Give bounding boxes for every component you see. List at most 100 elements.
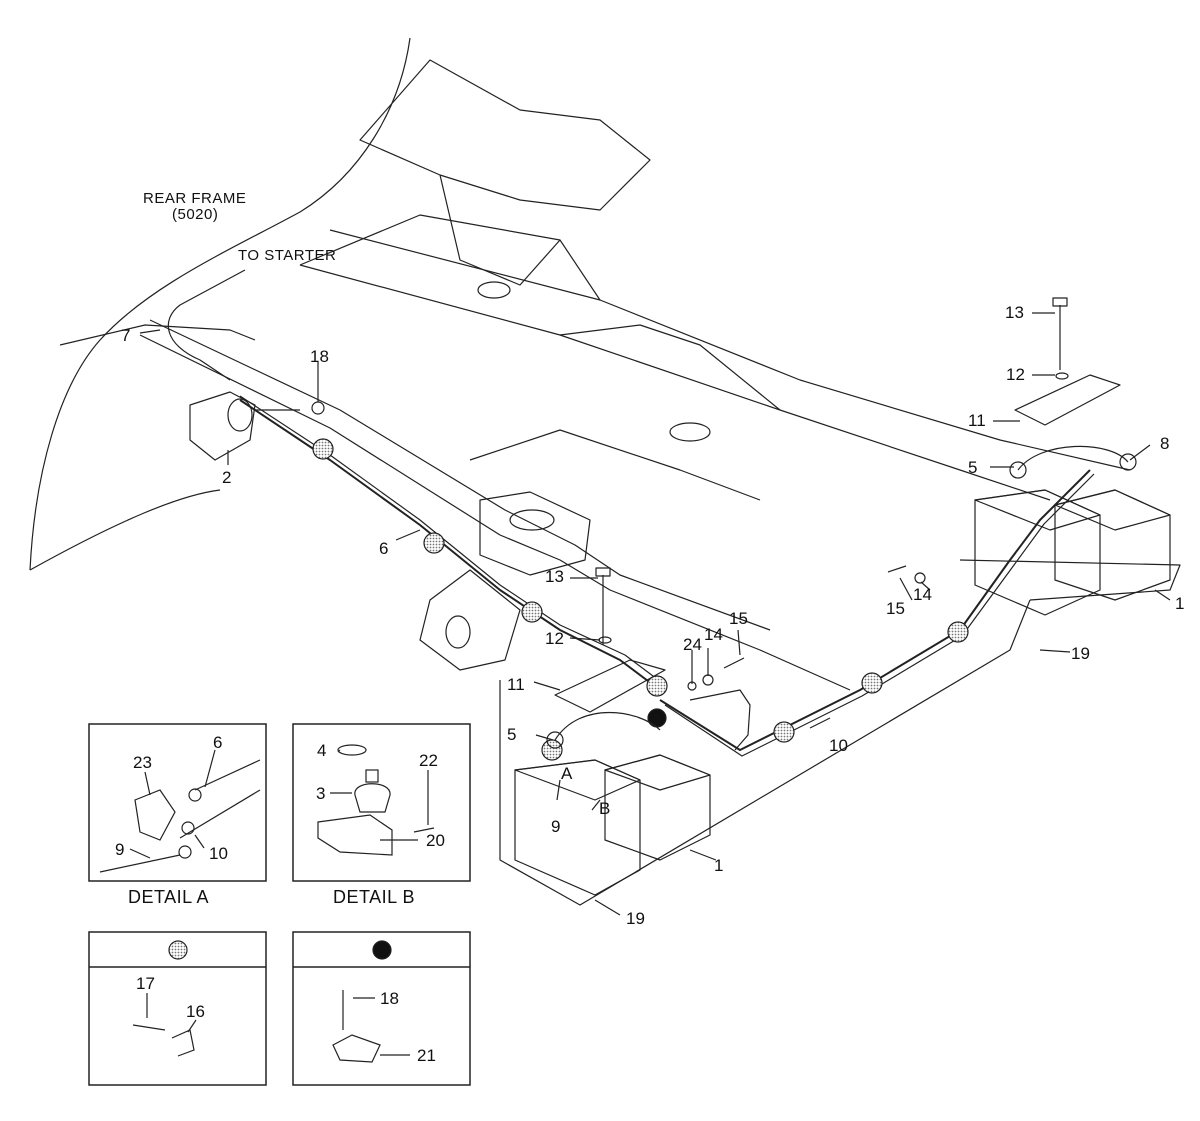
washer-14-right bbox=[914, 572, 926, 584]
callout-11-left: 11 bbox=[507, 675, 525, 694]
detail-a-callout-9: 9 bbox=[115, 840, 125, 859]
frame-label-line2: (5020) bbox=[172, 206, 219, 223]
callout-13-right: 13 bbox=[1005, 303, 1024, 322]
legend-dotted-leaders bbox=[146, 993, 197, 1033]
battery-right-1-top bbox=[974, 489, 1101, 531]
callout-6: 6 bbox=[379, 539, 389, 558]
clamp-dot bbox=[947, 621, 969, 643]
detail-a-callout-6: 6 bbox=[213, 733, 223, 752]
detail-a-clip-lower bbox=[178, 845, 192, 859]
tray-outline bbox=[499, 599, 1031, 906]
legend-black-clamp-21 bbox=[332, 1034, 381, 1063]
callout-B: B bbox=[599, 799, 611, 818]
legend-dotted-bolt-17 bbox=[132, 1024, 166, 1031]
callout-1-right: 1 bbox=[1175, 594, 1185, 613]
frame-lower-hole bbox=[445, 615, 471, 649]
battery-left-2 bbox=[604, 754, 711, 861]
callout-18: 18 bbox=[310, 347, 329, 366]
callout-8: 8 bbox=[1160, 434, 1170, 453]
hold-down-plate-right bbox=[1014, 374, 1121, 426]
callout-10: 10 bbox=[829, 736, 848, 755]
callout-14-right: 14 bbox=[913, 585, 932, 604]
detail-a-cable-9 bbox=[99, 854, 181, 873]
body-panel bbox=[59, 324, 256, 346]
bolt-15-right bbox=[887, 565, 907, 573]
legend-dotted-box bbox=[88, 931, 267, 1086]
detail-b-relay-top bbox=[365, 769, 379, 783]
ground-bolt bbox=[311, 401, 325, 415]
detail-b-callout-22: 22 bbox=[419, 751, 438, 770]
frame-mount-hole bbox=[509, 509, 555, 531]
detail-b-bracket-20 bbox=[317, 814, 393, 856]
callout-A: A bbox=[561, 764, 573, 783]
callout-19-left: 19 bbox=[626, 909, 645, 928]
frame-upper-brace bbox=[439, 174, 561, 286]
battery-left-2-top bbox=[604, 754, 711, 791]
left-terminal-cable bbox=[554, 711, 661, 741]
legend-dotted-callout-16: 16 bbox=[186, 1002, 205, 1021]
clamp-dot bbox=[541, 739, 563, 761]
callout-14-left: 14 bbox=[704, 625, 723, 644]
cable-loop bbox=[689, 689, 751, 751]
detail-b-callout-4: 4 bbox=[317, 741, 327, 760]
frame-crossmember-c bbox=[469, 429, 761, 501]
callout-5-left: 5 bbox=[507, 725, 517, 744]
detail-a-leaders bbox=[129, 749, 216, 859]
callout-24: 24 bbox=[683, 635, 702, 654]
clamp-dot bbox=[861, 672, 883, 694]
legend-dotted-clip-16 bbox=[171, 1029, 195, 1057]
clamp-dot bbox=[423, 532, 445, 554]
detail-b-relay-3 bbox=[354, 783, 391, 813]
callout-11-right: 11 bbox=[968, 411, 986, 430]
frame-label-line1: REAR FRAME bbox=[143, 190, 247, 207]
harness-6 bbox=[239, 399, 661, 691]
frame-crossmember-a bbox=[299, 214, 601, 301]
bolt-13-right-head bbox=[1052, 297, 1068, 307]
frame-rail-top bbox=[329, 229, 1131, 471]
legend-dotted-symbol bbox=[168, 940, 188, 960]
callout-7: 7 bbox=[121, 326, 131, 345]
battery-right-2 bbox=[1054, 489, 1171, 601]
ground-bracket bbox=[189, 391, 256, 461]
legend-black-callout-21: 21 bbox=[417, 1046, 436, 1065]
detail-b-caption: DETAIL B bbox=[333, 887, 416, 907]
washer-12-left bbox=[598, 636, 612, 644]
detail-a-box bbox=[88, 723, 267, 882]
callout-12-left: 12 bbox=[545, 629, 564, 648]
hold-down-plate-left bbox=[554, 659, 666, 713]
starter-cable bbox=[167, 269, 246, 381]
clamp-dot bbox=[521, 601, 543, 623]
battery-right-2-top bbox=[1054, 489, 1171, 531]
detail-b-box bbox=[292, 723, 471, 882]
frame-hole-upper bbox=[477, 281, 511, 299]
callout-12-right: 12 bbox=[1006, 365, 1025, 384]
frame-lower-plate bbox=[419, 569, 521, 671]
frame-rail-left-inner bbox=[149, 319, 771, 631]
washer-12-right bbox=[1055, 372, 1069, 380]
detail-b-cap-4 bbox=[337, 744, 367, 756]
detail-a-cable-lower bbox=[179, 789, 261, 839]
detail-a-clip-mid bbox=[181, 821, 195, 835]
detail-b-leaders bbox=[330, 749, 429, 841]
detail-a-callout-10: 10 bbox=[209, 844, 228, 863]
frame-rail-left bbox=[139, 334, 851, 691]
callout-9: 9 bbox=[551, 817, 561, 836]
battery-left-1 bbox=[514, 759, 641, 896]
detail-b-callout-20: 20 bbox=[426, 831, 445, 850]
callout-5-right: 5 bbox=[968, 458, 978, 477]
callout-15-right: 15 bbox=[886, 599, 905, 618]
clamp-dot bbox=[646, 675, 668, 697]
legend-black-box bbox=[292, 931, 471, 1086]
clamp-black bbox=[647, 708, 667, 728]
callout-15-left: 15 bbox=[729, 609, 748, 628]
frame-rail-top-inner bbox=[299, 264, 1051, 501]
detail-b-callout-3: 3 bbox=[316, 784, 326, 803]
detail-a-clip-upper bbox=[188, 788, 202, 802]
leader-lines bbox=[139, 312, 1171, 916]
ground-bracket-hole bbox=[227, 398, 253, 432]
starter-label: TO STARTER bbox=[238, 247, 337, 264]
clamp-dot bbox=[773, 721, 795, 743]
battery-left-1-top bbox=[514, 759, 641, 801]
frame-mount-block bbox=[479, 491, 591, 576]
